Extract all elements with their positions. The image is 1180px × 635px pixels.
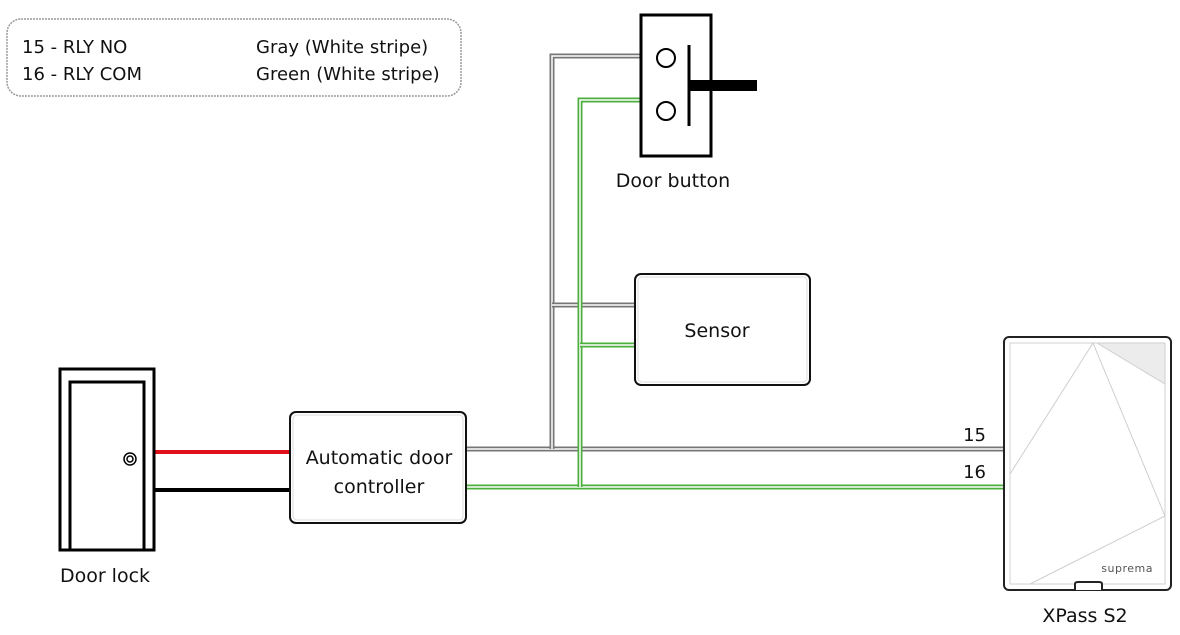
legend-wire-16: Green (White stripe) xyxy=(256,64,440,85)
sensor-box xyxy=(634,273,811,386)
pin-label-15: 15 xyxy=(963,425,986,446)
legend: 15 - RLY NO Gray (White stripe) 16 - RLY… xyxy=(6,18,462,97)
sensor-device: Sensor xyxy=(634,273,811,386)
door-button-device: Door button xyxy=(616,13,757,192)
controller-device: Automatic door controller xyxy=(289,411,467,524)
green-wire-to-door-button xyxy=(577,97,641,487)
reader-brand-logo: suprema xyxy=(1101,562,1153,575)
controller-box xyxy=(289,411,467,524)
reader-corner-accent xyxy=(1095,342,1166,385)
door-knob-inner xyxy=(126,455,134,463)
reader-body xyxy=(1003,336,1172,591)
door-button-terminal-2 xyxy=(656,101,676,121)
wire-relay-com-green xyxy=(466,97,1004,490)
gray-wire-to-door-button xyxy=(549,53,641,449)
xpass-s2-reader: suprema XPass S2 xyxy=(1003,336,1172,627)
green-wire-to-door-button-stripe xyxy=(579,99,641,487)
legend-pin-15: 15 - RLY NO xyxy=(22,37,127,58)
door-lock-device: Door lock xyxy=(58,367,156,587)
reader-label: XPass S2 xyxy=(1042,605,1127,627)
door-button-terminal-1 xyxy=(656,48,676,68)
pin-label-16: 16 xyxy=(963,462,986,483)
reader-facet-lines xyxy=(1009,341,1166,585)
door-button-plunger-icon xyxy=(689,80,757,91)
controller-box-inner xyxy=(292,414,464,521)
sensor-label: Sensor xyxy=(684,320,749,342)
controller-label-line1: Automatic door xyxy=(306,447,453,469)
legend-pin-16: 16 - RLY COM xyxy=(22,64,142,85)
controller-label-line2: controller xyxy=(334,476,425,498)
legend-wire-15: Gray (White stripe) xyxy=(256,37,428,58)
door-knob-icon xyxy=(123,452,137,466)
reader-bottom-notch xyxy=(1074,581,1103,590)
sensor-box-inner xyxy=(637,276,808,383)
door-button-label: Door button xyxy=(616,170,730,192)
door-lock-label: Door lock xyxy=(60,565,150,587)
door-panel-icon xyxy=(68,380,146,552)
gray-wire-to-door-button-stripe xyxy=(551,55,641,449)
wire-relay-no-gray xyxy=(466,53,1004,452)
legend-box xyxy=(6,18,462,97)
